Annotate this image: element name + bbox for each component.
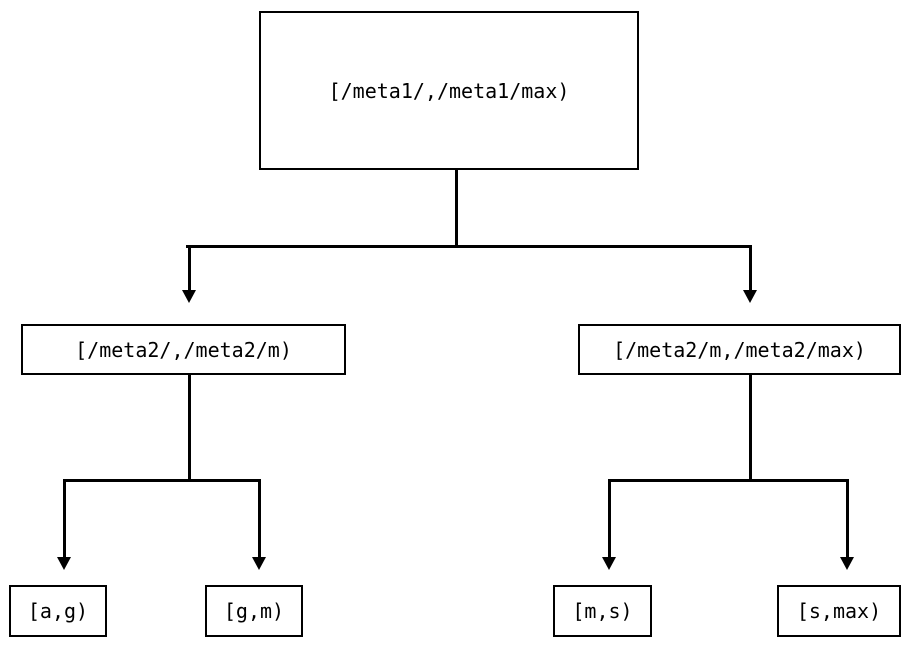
edge-mid-right-to-leaf-3 <box>846 479 849 557</box>
tree-node-mid-left-label: [/meta2/,/meta2/m) <box>75 337 292 362</box>
edge-mid-left-to-leaf-1 <box>258 479 261 557</box>
edge-mid-right-stem <box>749 375 752 481</box>
tree-leaf-label: [a,g) <box>27 599 89 623</box>
tree-leaf-node: [g,m) <box>205 585 303 637</box>
edge-mid-left-to-leaf-0 <box>63 479 66 557</box>
tree-leaf-label: [m,s) <box>572 599 633 623</box>
edge-mid-right-to-leaf-2 <box>608 479 611 557</box>
tree-node-mid-right: [/meta2/m,/meta2/max) <box>578 324 901 375</box>
tree-node-root-label: [/meta1/,/meta1/max) <box>328 78 570 103</box>
tree-leaf-node: [a,g) <box>9 585 107 637</box>
edge-root-bus <box>186 245 752 248</box>
tree-leaf-label: [s,max) <box>796 599 882 623</box>
tree-leaf-node: [m,s) <box>553 585 652 637</box>
arrowhead-icon-leaf-1 <box>252 557 266 570</box>
edge-mid-left-bus <box>63 479 261 482</box>
tree-leaf-label: [g,m) <box>223 599 285 623</box>
edge-mid-left-stem <box>188 375 191 481</box>
arrowhead-icon-mid-right <box>743 290 757 303</box>
arrowhead-icon-leaf-3 <box>840 557 854 570</box>
arrowhead-icon-leaf-0 <box>57 557 71 570</box>
edge-root-to-mid-right <box>749 245 752 290</box>
tree-node-mid-right-label: [/meta2/m,/meta2/max) <box>613 337 866 362</box>
tree-leaf-node: [s,max) <box>777 585 901 637</box>
tree-node-root: [/meta1/,/meta1/max) <box>259 11 639 170</box>
edge-root-stem <box>455 170 458 247</box>
arrowhead-icon-leaf-2 <box>602 557 616 570</box>
arrowhead-icon-mid-left <box>182 290 196 303</box>
edge-mid-right-bus <box>608 479 849 482</box>
tree-node-mid-left: [/meta2/,/meta2/m) <box>21 324 346 375</box>
edge-root-to-mid-left <box>188 245 191 290</box>
